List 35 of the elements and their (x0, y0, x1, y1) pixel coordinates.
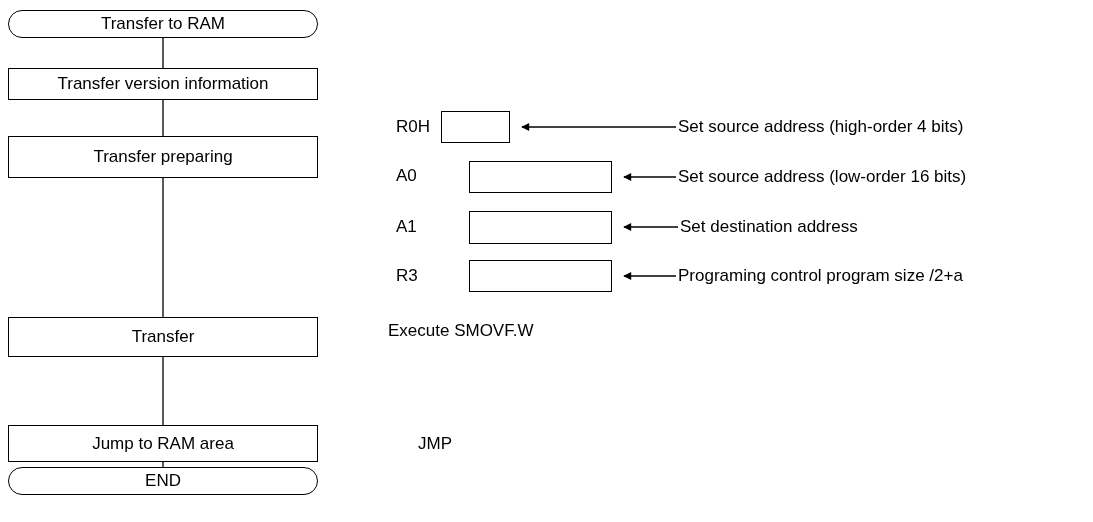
terminal-box (8, 10, 318, 38)
connector-line (162, 37, 164, 69)
register-box (469, 260, 612, 292)
instruction-text: JMP (418, 434, 452, 454)
annotation-text: Set source address (high-order 4 bits) (678, 116, 1078, 138)
process-box (8, 425, 318, 462)
register-name: A1 (396, 217, 417, 237)
arrow (623, 173, 677, 181)
terminal-box (8, 467, 318, 495)
register-name: A0 (396, 166, 417, 186)
arrow (623, 223, 679, 231)
register-name: R3 (396, 266, 418, 286)
box-label: END (145, 471, 181, 491)
box-label: Jump to RAM area (92, 433, 234, 454)
register-box (469, 161, 612, 193)
annotation-text: Programing control program size /2+a (678, 265, 1078, 287)
instruction-text: Execute SMOVF.W (388, 321, 534, 341)
box-label: Transfer version information (57, 74, 269, 94)
connector-line (162, 461, 164, 468)
box-label: Transfer (131, 327, 195, 347)
register-box (469, 211, 612, 244)
connector-line (162, 177, 164, 318)
register-box (441, 111, 510, 143)
connector-line (162, 99, 164, 137)
arrow (521, 123, 677, 131)
arrow (623, 272, 677, 280)
box-label: Transfer to RAM (100, 14, 226, 34)
process-box (8, 68, 318, 100)
process-box (8, 317, 318, 357)
process-box (8, 136, 318, 178)
box-label: Transfer preparing (93, 147, 233, 167)
register-name: R0H (396, 117, 430, 137)
annotation-text: Set source address (low-order 16 bits) (678, 166, 1088, 188)
annotation-text: Set destination address (680, 216, 1040, 238)
connector-line (162, 356, 164, 426)
